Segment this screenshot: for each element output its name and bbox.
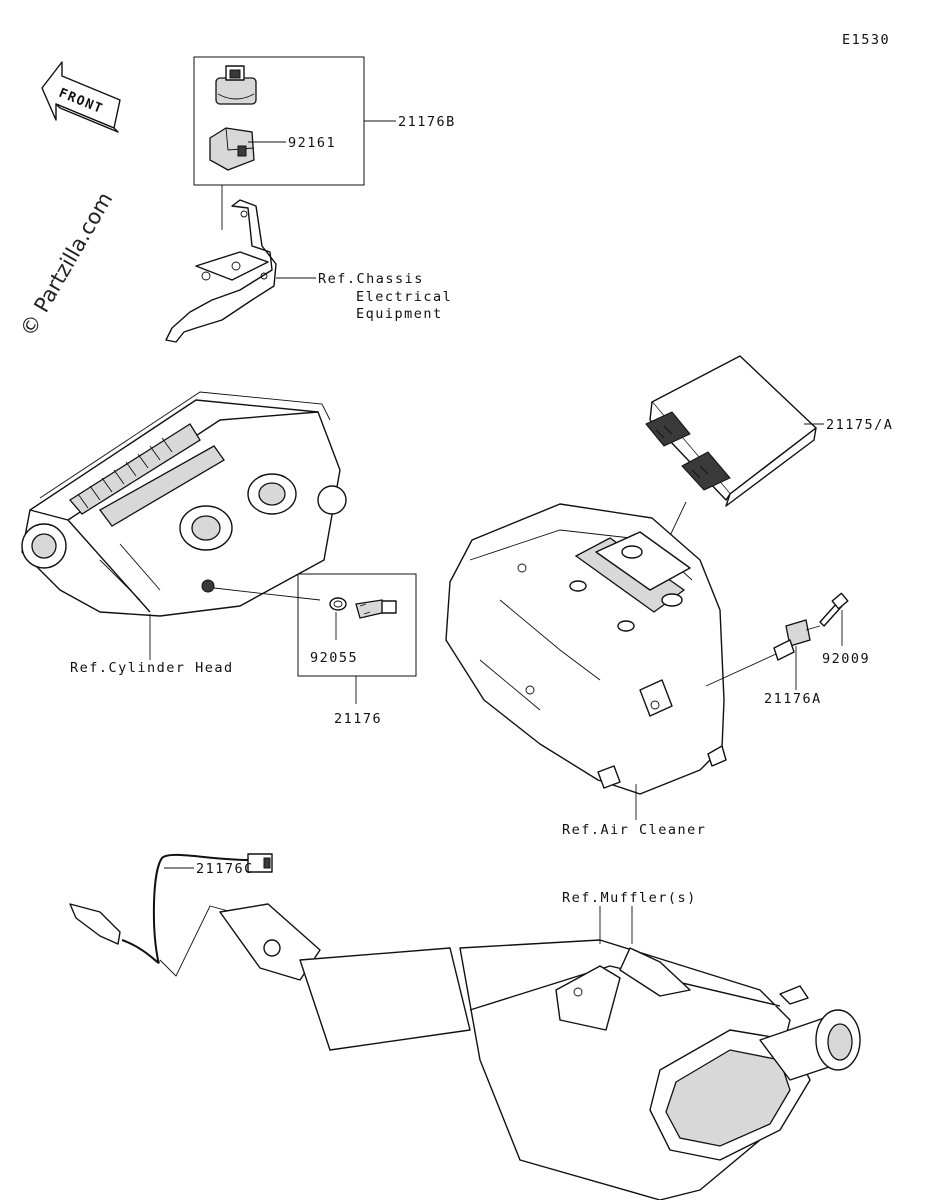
label-92009: 92009: [822, 651, 870, 667]
cylinder-head-icon: [21, 391, 347, 617]
label-21176: 21176: [334, 711, 382, 727]
watermark: © Partzilla.com: [16, 188, 118, 340]
label-92055: 92055: [310, 650, 358, 666]
label-ref-mufflers: Ref.Muffler(s): [562, 890, 697, 906]
label-21176C: 21176C: [196, 861, 254, 877]
mounting-bracket-icon: [165, 199, 277, 343]
label-ref-chassis-3: Equipment: [356, 306, 443, 322]
front-arrow-icon: FRONT: [41, 61, 121, 133]
diagram-code: E1530: [842, 32, 890, 48]
relay-group: 92161: [193, 56, 365, 186]
label-21175A: 21175/A: [826, 417, 893, 433]
intake-air-sensor-icon: [773, 619, 821, 661]
bolt-icon: [819, 592, 849, 627]
label-ref-chassis-1: Ref.Chassis: [318, 271, 424, 287]
o-ring-icon: [329, 597, 347, 611]
relay-icon: [215, 65, 257, 105]
label-ref-air-cleaner: Ref.Air Cleaner: [562, 822, 706, 838]
muffler-icon: [219, 903, 861, 1200]
sensor-group-box: [297, 573, 417, 677]
label-21176A: 21176A: [764, 691, 822, 707]
relay-socket-icon: [209, 127, 255, 171]
sensor-harness-icon: [69, 853, 273, 964]
label-21176B: 21176B: [398, 114, 456, 130]
label-92161: 92161: [288, 135, 336, 151]
label-ref-cylinder-head: Ref.Cylinder Head: [70, 660, 234, 676]
air-cleaner-icon: [445, 503, 727, 795]
ecu-icon: [645, 355, 817, 507]
label-ref-chassis-2: Electrical: [356, 289, 452, 305]
temperature-sensor-icon: [355, 599, 397, 619]
